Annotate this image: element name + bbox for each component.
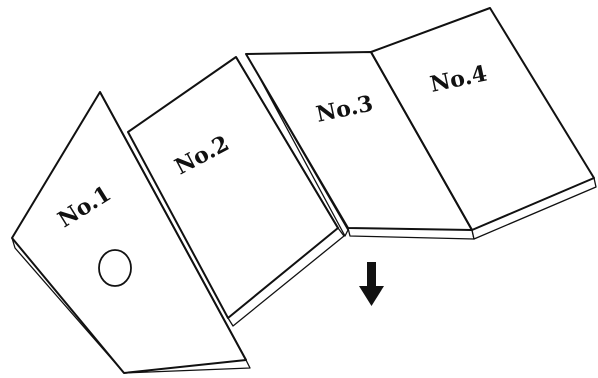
panel-2: No.2 xyxy=(127,56,345,327)
panel-4: No.4 xyxy=(370,7,597,240)
panel-1: No.1 xyxy=(11,91,251,374)
panel-1-hole xyxy=(98,249,132,287)
down-arrow-icon xyxy=(359,262,384,306)
panel-3: No.3 xyxy=(245,51,475,240)
